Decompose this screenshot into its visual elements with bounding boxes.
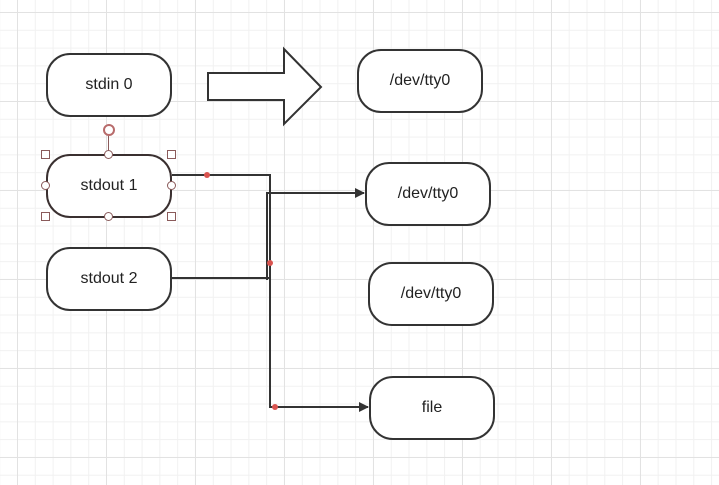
resize-handle-right[interactable]	[167, 181, 176, 190]
resize-handle-bottom-right[interactable]	[167, 212, 176, 221]
resize-handle-top[interactable]	[104, 150, 113, 159]
connector-stdout2-to-file[interactable]	[172, 277, 369, 412]
node-label: /dev/tty0	[400, 285, 462, 302]
node-dev-tty0-top[interactable]: /dev/tty0	[357, 49, 483, 113]
node-stdout-2[interactable]: stdout 2	[46, 247, 172, 311]
node-dev-tty0-mid[interactable]: /dev/tty0	[365, 162, 491, 226]
node-stdout-1[interactable]: stdout 1	[46, 154, 172, 218]
connection-point[interactable]	[272, 404, 278, 410]
node-label: stdout 2	[80, 270, 138, 287]
node-label: /dev/tty0	[389, 72, 451, 89]
node-file[interactable]: file	[369, 376, 495, 440]
node-dev-tty0-low[interactable]: /dev/tty0	[368, 262, 494, 326]
node-label: file	[421, 399, 443, 416]
node-label: stdin 0	[85, 76, 133, 93]
block-arrow-stdin-to-tty[interactable]	[207, 46, 323, 127]
node-stdin-0[interactable]: stdin 0	[46, 53, 172, 117]
resize-handle-bottom[interactable]	[104, 212, 113, 221]
connection-point[interactable]	[267, 260, 273, 266]
resize-handle-top-left[interactable]	[41, 150, 50, 159]
resize-handle-bottom-left[interactable]	[41, 212, 50, 221]
resize-handle-left[interactable]	[41, 181, 50, 190]
rotate-handle[interactable]	[103, 124, 115, 136]
resize-handle-top-right[interactable]	[167, 150, 176, 159]
connector-stdout1-to-tty[interactable]	[172, 174, 271, 280]
rotate-handle-stem	[108, 135, 109, 154]
node-label: stdout 1	[80, 177, 138, 194]
connection-point[interactable]	[204, 172, 210, 178]
node-label: /dev/tty0	[397, 185, 459, 202]
connector-stdout1-branch[interactable]	[266, 188, 365, 280]
